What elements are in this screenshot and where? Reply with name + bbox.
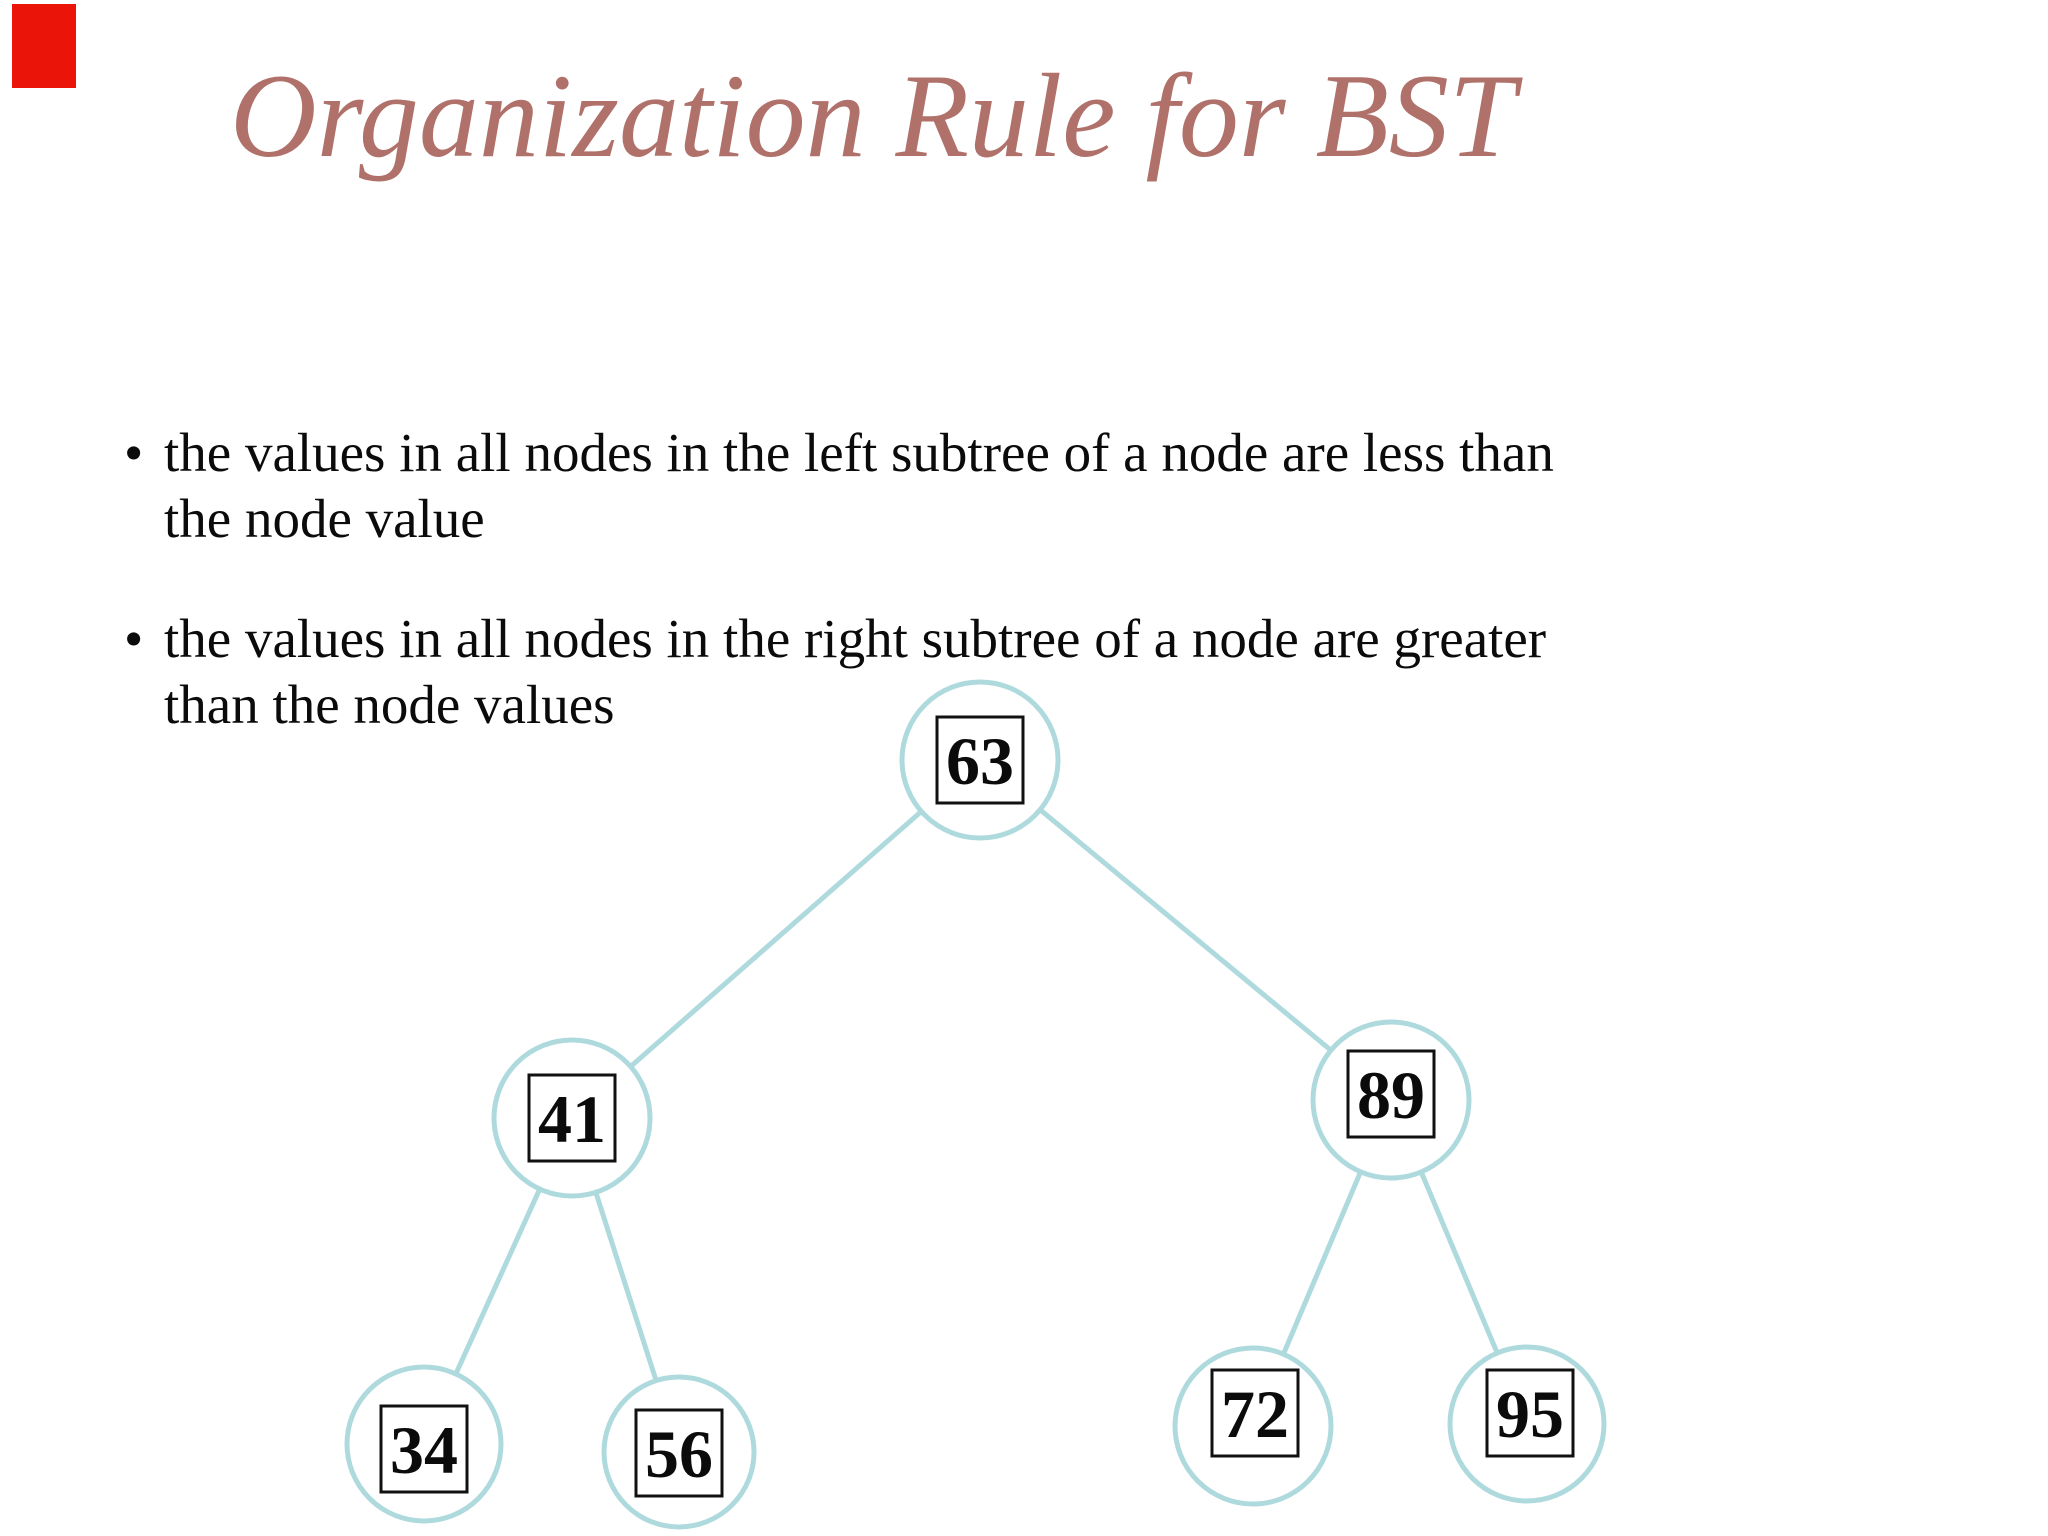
bullet-text: the values in all nodes in the left subt…	[164, 420, 1554, 552]
bullet-line: the values in all nodes in the left subt…	[164, 422, 1554, 483]
page-title: Organization Rule for BST	[230, 49, 1516, 182]
node-63-value: 63	[946, 723, 1014, 799]
node-89-box	[1346, 1049, 1436, 1139]
node-72-value: 72	[1221, 1376, 1289, 1452]
edge-63-41	[570, 758, 982, 1120]
node-72-box	[1210, 1368, 1300, 1458]
node-34-value: 34	[390, 1412, 458, 1488]
node-63-box	[935, 715, 1025, 805]
node-41-value: 41	[538, 1081, 606, 1157]
red-corner-marker	[12, 4, 76, 88]
node-56-value: 56	[645, 1416, 713, 1492]
bullet-line: than the node values	[164, 674, 615, 735]
node-34-box	[379, 1404, 469, 1494]
bullet-marker: •	[124, 422, 144, 483]
node-95-value: 95	[1496, 1376, 1564, 1452]
node-41-box	[527, 1073, 617, 1163]
node-95-box	[1485, 1368, 1575, 1458]
bullet-line: the node value	[164, 488, 485, 549]
bullet-marker: •	[124, 608, 144, 669]
edge-63-89	[978, 758, 1393, 1102]
bullet-item-right-subtree: • the values in all nodes in the right s…	[124, 606, 1546, 738]
node-89-value: 89	[1357, 1057, 1425, 1133]
bullet-line: the values in all nodes in the right sub…	[164, 608, 1547, 669]
node-56-box	[634, 1408, 724, 1498]
bullet-item-left-subtree: • the values in all nodes in the left su…	[124, 420, 1554, 552]
bullet-text: the values in all nodes in the right sub…	[164, 606, 1546, 738]
